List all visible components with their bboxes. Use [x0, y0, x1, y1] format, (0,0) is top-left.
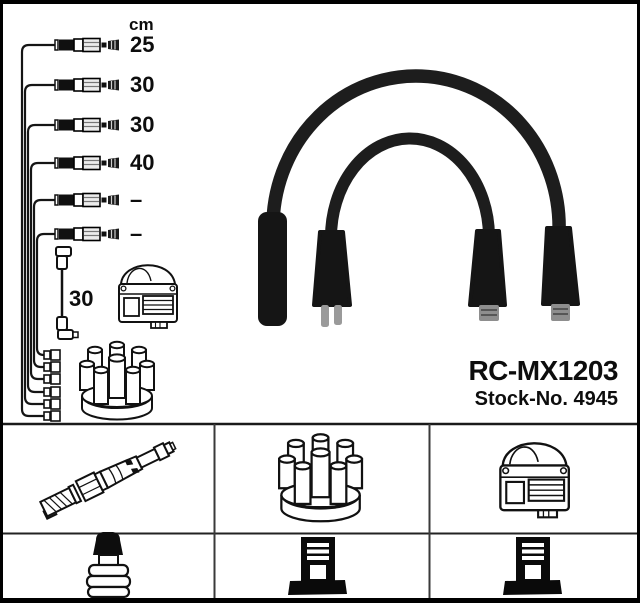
- cable-length-2: 30: [130, 72, 155, 97]
- coil-tower-connector-icon: [288, 537, 347, 595]
- cable-bundle: [20, 43, 55, 418]
- tapered-boot: [312, 230, 352, 327]
- distributor-end-terminals: [43, 349, 61, 422]
- spark-plug-boot-icon: [85, 532, 132, 599]
- unit-header: cm: [129, 15, 154, 34]
- cable-length-3: 30: [130, 112, 155, 137]
- cable-length-6: –: [130, 221, 143, 246]
- coil-tower-connector-icon: [503, 537, 562, 595]
- lead-row-connectors: [54, 37, 120, 242]
- distributor-cap-drawing: [79, 340, 155, 421]
- tapered-boot: [468, 229, 507, 321]
- cable-length-4: 40: [130, 150, 155, 175]
- cable-length-5: –: [130, 187, 143, 212]
- part-number: RC-MX1203: [468, 355, 618, 386]
- component-grid: [0, 422, 640, 600]
- cables-photo: [258, 69, 580, 327]
- coil-wire-length: 30: [69, 286, 94, 311]
- ignition-coil-drawing: [118, 264, 178, 329]
- tapered-boot: [541, 226, 580, 321]
- distributor-cap-icon: [277, 433, 364, 523]
- coil-wire: [55, 246, 79, 340]
- ignition-coil-icon: [499, 442, 570, 519]
- long-cable: [266, 69, 566, 234]
- short-cable: [324, 132, 495, 240]
- spark-plug-icon: [38, 441, 177, 521]
- straight-boot: [258, 212, 287, 326]
- stock-number: Stock-No. 4945: [474, 388, 618, 410]
- cable-length-1: 25: [130, 32, 155, 57]
- length-diagram: [20, 37, 178, 422]
